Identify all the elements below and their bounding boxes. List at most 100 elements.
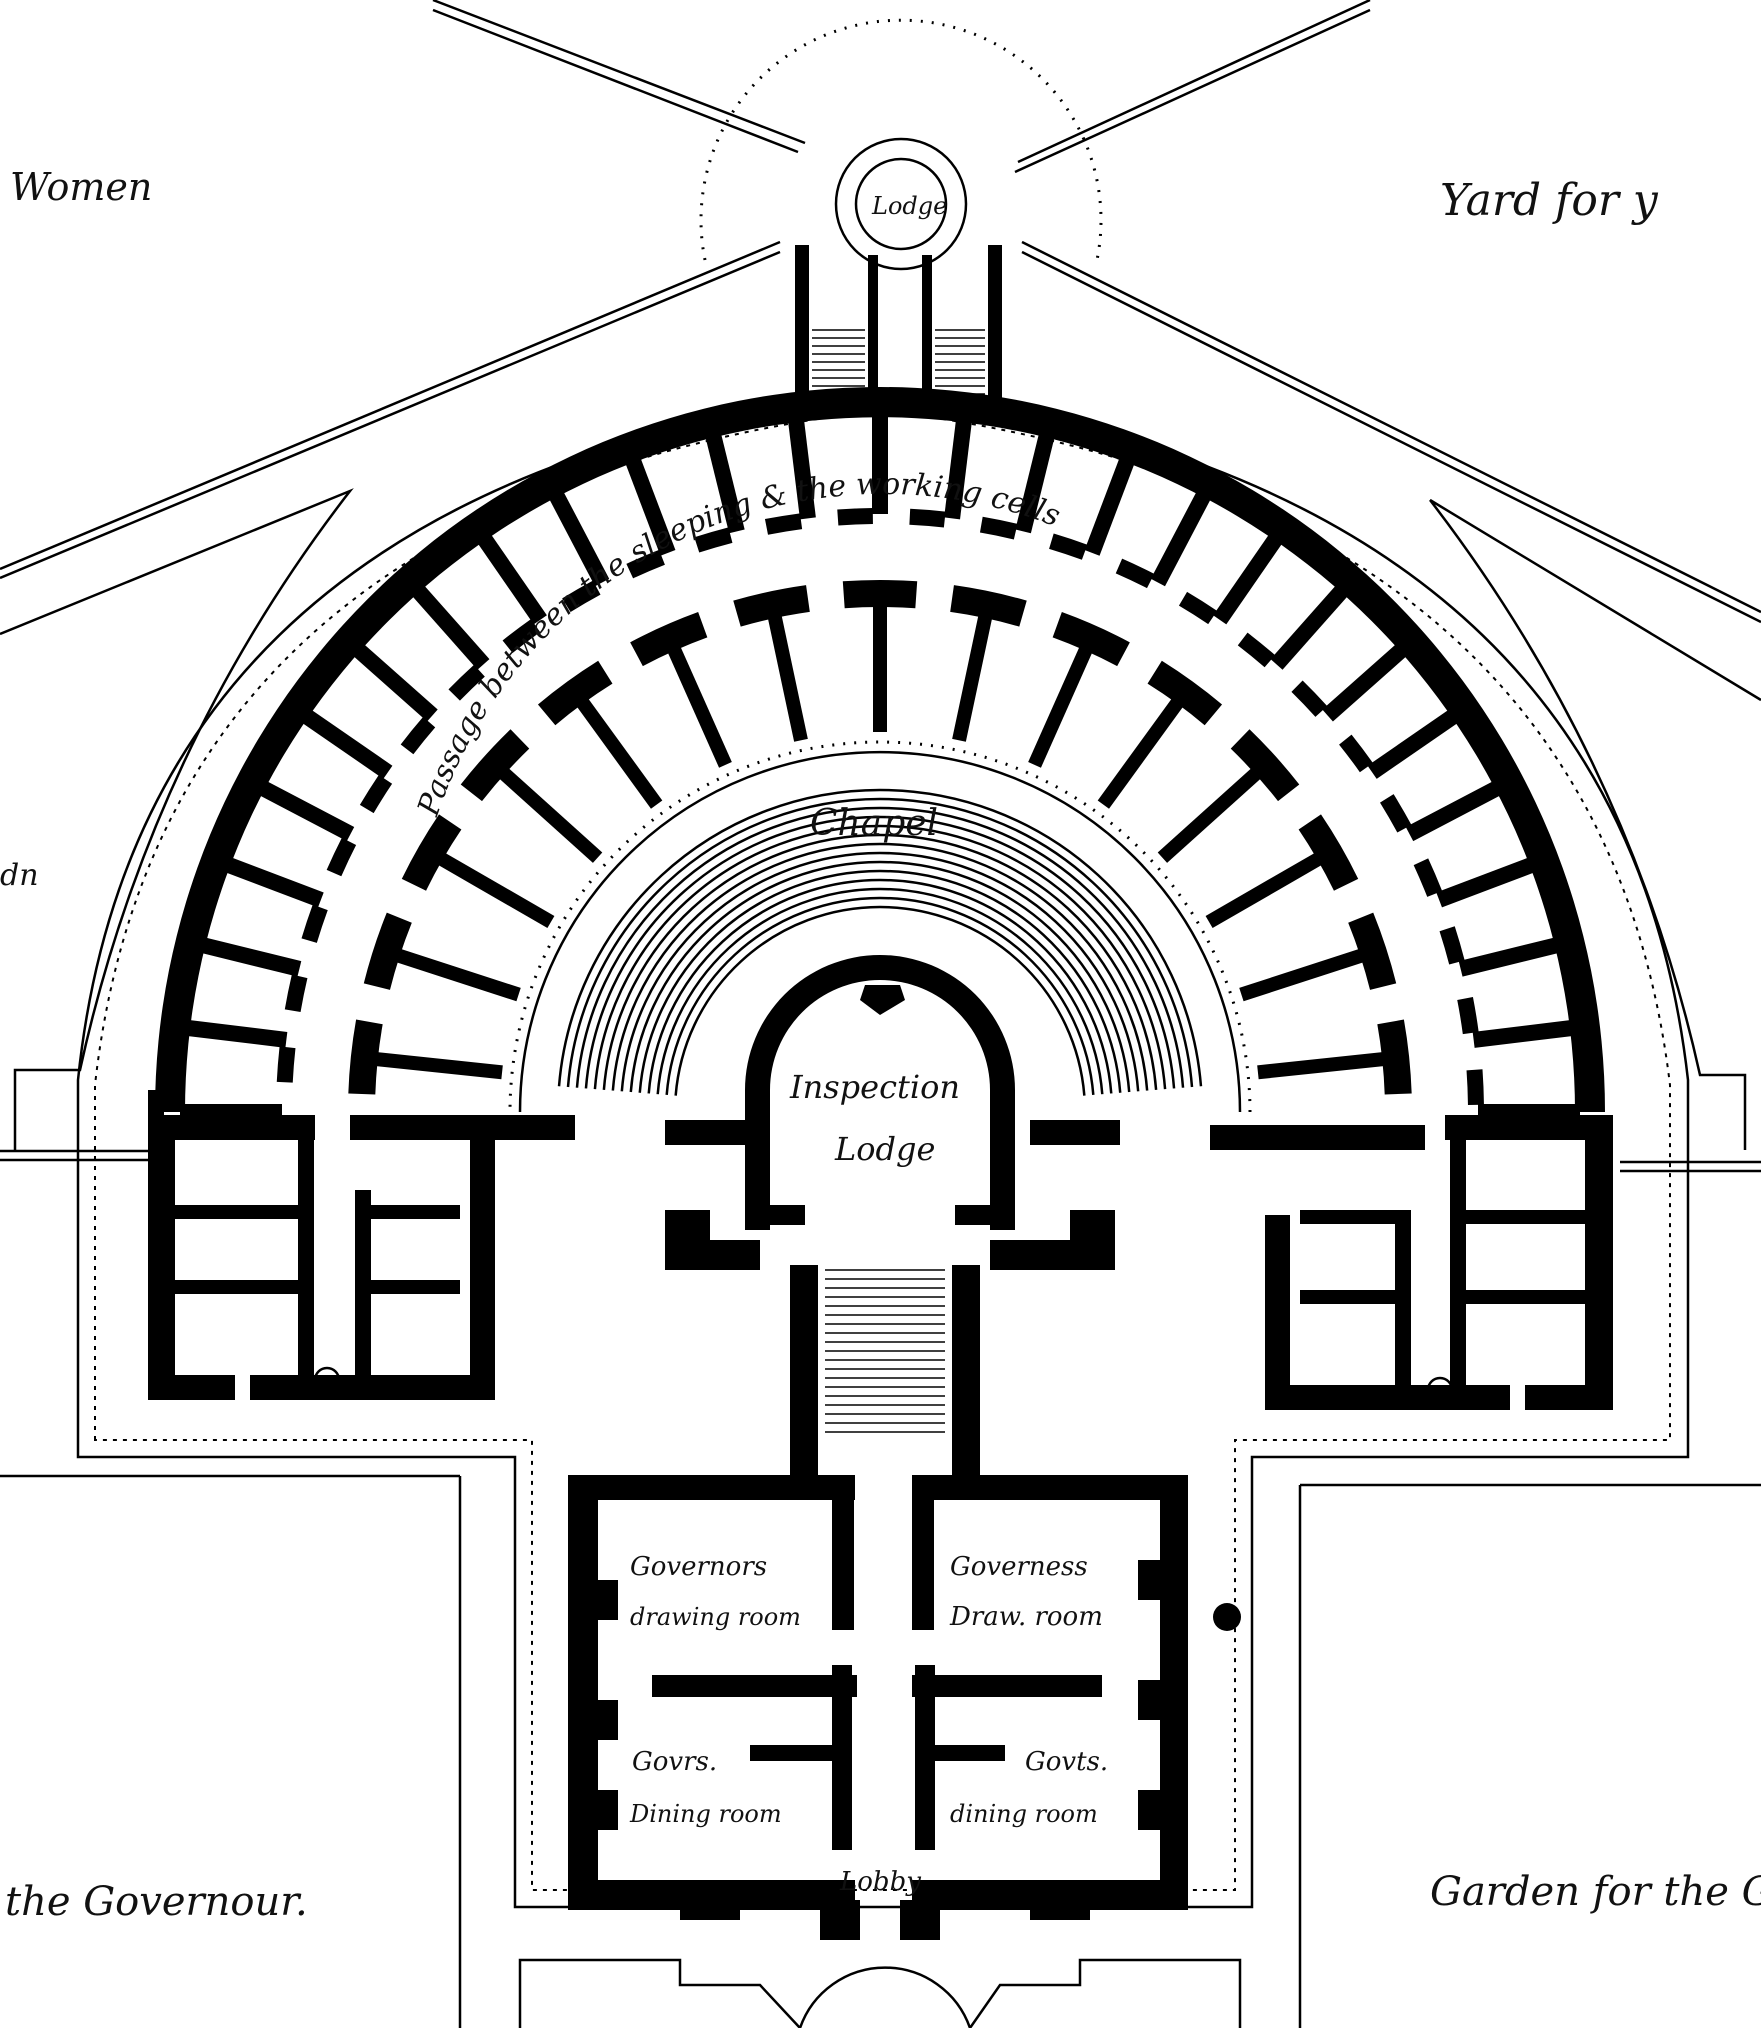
chapel-seating-row [575, 806, 1185, 1088]
cell-partition-wall [624, 454, 676, 556]
cell-partition-wall [872, 412, 888, 514]
cell-inner-wall [1380, 794, 1412, 833]
wall [820, 1900, 860, 1940]
wall [1450, 1140, 1466, 1385]
wall [795, 245, 809, 415]
working-cell-wall-head [363, 912, 412, 990]
cell-inner-wall [400, 716, 436, 755]
wall [360, 1280, 460, 1294]
wall [912, 1475, 1188, 1910]
cell-partition-wall [547, 488, 610, 587]
wall [360, 1205, 460, 1219]
wall [355, 1190, 371, 1375]
wall [952, 1265, 980, 1475]
lodge-inner-circle [854, 157, 948, 251]
wall [652, 1675, 857, 1697]
wall [868, 255, 878, 415]
boundary-line [1021, 250, 1761, 624]
label-governour: the Governour. [5, 1879, 308, 1925]
cell-partition-wall [1367, 707, 1461, 779]
working-cell-wall [1097, 687, 1192, 809]
wall [790, 1265, 818, 1475]
working-cell-wall-head [630, 612, 708, 667]
working-cell-wall-head [1377, 1019, 1412, 1095]
cell-partition-wall [1015, 430, 1056, 534]
label-lodge: Lodge [871, 192, 947, 220]
boundary-line [0, 488, 354, 1150]
central-stairs [825, 1269, 945, 1433]
wall [1210, 1125, 1425, 1150]
working-cell-wall [488, 758, 603, 863]
chapel-seating-row [611, 842, 1149, 1091]
wall [665, 1120, 755, 1145]
label-gov-dining-room: Dining room [629, 1800, 782, 1828]
working-cell-wall-head [460, 729, 530, 802]
cell-inner-wall [626, 549, 665, 579]
wall [988, 245, 1002, 415]
working-cell-wall-head [348, 1019, 383, 1095]
wall [148, 1090, 164, 1115]
working-cell-wall-head [1052, 612, 1130, 667]
chapel-seating-row [602, 833, 1158, 1090]
cell-partition-wall [222, 856, 324, 908]
label-inspection: Inspection [789, 1068, 960, 1106]
working-cell-wall [662, 634, 732, 768]
label-govt-dining: Govts. [1025, 1747, 1108, 1777]
inspection-lodge [745, 955, 1015, 1230]
label-gov-drawing-room: drawing room [630, 1603, 801, 1631]
wall [1138, 1560, 1188, 1600]
working-cell-wall [426, 845, 555, 929]
chapel-seating-row [557, 788, 1203, 1087]
wall [1445, 1115, 1613, 1410]
working-cell-wall-head [733, 585, 810, 627]
chapel-seating-row [674, 905, 1086, 1096]
wall [1455, 1290, 1585, 1304]
wall [568, 1475, 855, 1910]
cell-partition-wall [1322, 641, 1410, 722]
cell-inner-wall [284, 974, 308, 1013]
cell-inner-wall [764, 513, 803, 535]
cell-inner-wall [1339, 734, 1373, 773]
working-cell-wall [568, 687, 663, 809]
chapel-seating-row [584, 815, 1176, 1089]
cell-inner-wall [359, 774, 393, 814]
cell-inner-wall [326, 837, 357, 877]
wall [568, 1790, 618, 1830]
boundary-line [0, 240, 781, 571]
cell-partition-wall [1405, 779, 1504, 842]
cell-inner-wall [276, 1046, 296, 1083]
working-cell-wall-head [1147, 660, 1223, 726]
governor-house [518, 1475, 1242, 2028]
working-cell-wall [873, 592, 887, 732]
wall [915, 1665, 935, 1850]
cell-inner-wall [1178, 591, 1218, 625]
boundary-line [0, 250, 781, 580]
cell-inner-wall [837, 508, 873, 526]
working-cell-wall-head [537, 660, 613, 726]
wall [148, 1115, 315, 1400]
working-cell-wall-head [1230, 729, 1300, 802]
wall [935, 1745, 1005, 1761]
working-cell-wall-head [1298, 814, 1359, 891]
cell-inner-wall [502, 619, 541, 653]
wall [568, 1580, 618, 1620]
working-cell-wall-head [401, 814, 462, 891]
chapel-seating-row [647, 878, 1113, 1094]
wall [1070, 1210, 1115, 1270]
working-cell-wall [1205, 845, 1334, 929]
cell-inner-wall [301, 904, 328, 943]
cell-inner-wall [448, 664, 485, 701]
wings [148, 1115, 1613, 1475]
wall [1138, 1680, 1188, 1720]
cell-inner-wall [1049, 533, 1088, 560]
chapel-boundary [518, 750, 1242, 1113]
working-cell-wall-head [842, 580, 918, 609]
wall [568, 1700, 618, 1740]
wall [832, 1475, 854, 1630]
working-cell-wall [1028, 634, 1098, 768]
working-cell-wall [952, 601, 995, 742]
wall [1455, 1210, 1585, 1224]
octagon-marker [860, 985, 905, 1015]
wall [250, 1115, 495, 1400]
